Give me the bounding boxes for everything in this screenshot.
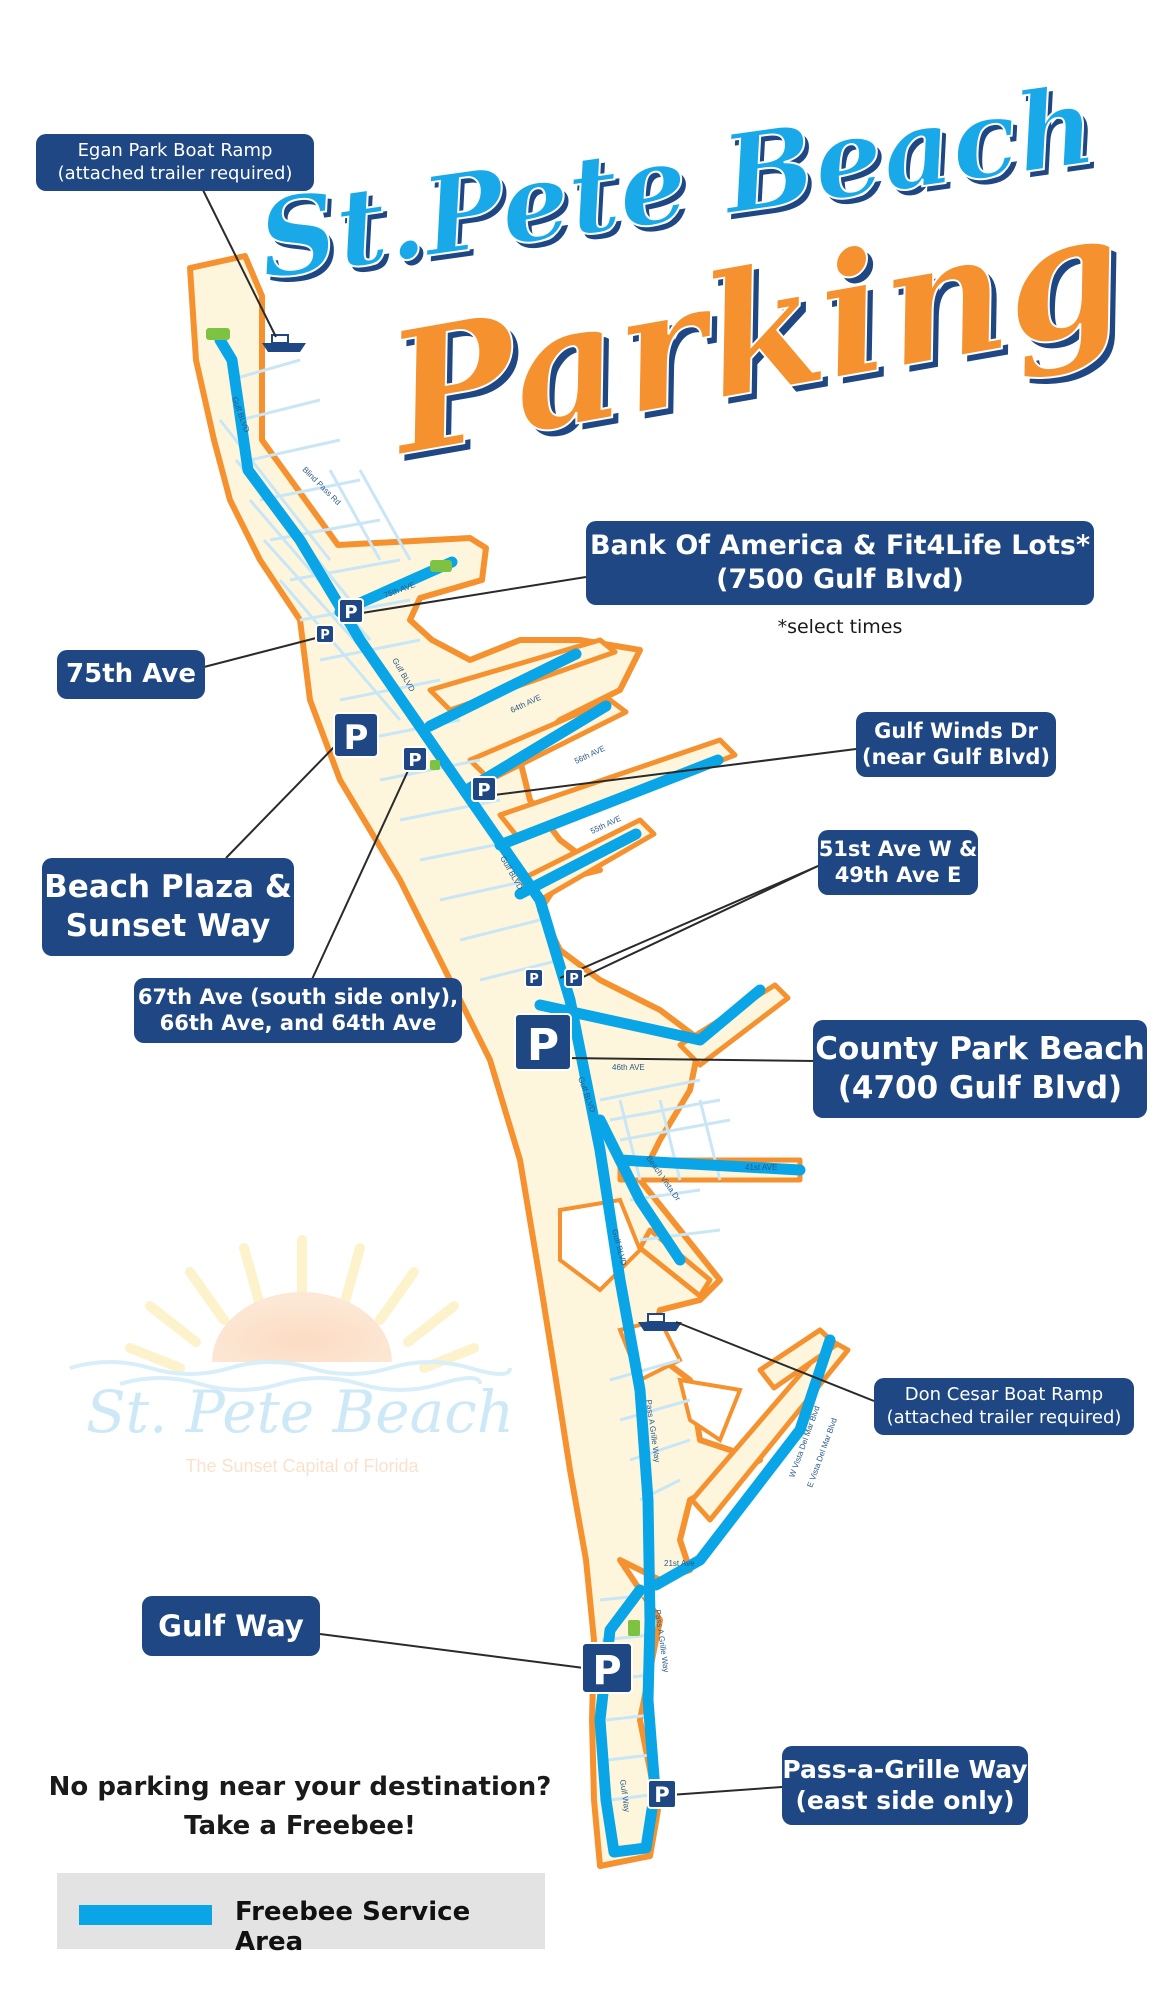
parking-icon-gulf-winds[interactable]: P: [471, 776, 497, 802]
street-label-21st: 21st Ave: [664, 1559, 695, 1568]
egan-boat-ramp-icon: [262, 334, 306, 352]
parking-icon-pass-a-grille[interactable]: P: [647, 1779, 677, 1809]
promo-line2: Take a Freebee!: [184, 1811, 416, 1841]
label-county-park-beach[interactable]: County Park Beach (4700 Gulf Blvd): [813, 1020, 1147, 1118]
svg-text:P: P: [654, 1783, 669, 1807]
label-bank-note: *select times: [777, 616, 903, 638]
label-51st-line2: 49th Ave E: [834, 863, 962, 888]
legend-label: Freebee Service Area: [235, 1897, 471, 1957]
watermark-name: St. Pete Beach: [86, 1378, 514, 1446]
watermark-logo: St. Pete Beach The Sunset Capital of Flo…: [69, 1235, 514, 1476]
parking-icon-beach-plaza[interactable]: P: [333, 712, 379, 758]
parking-icon-51st[interactable]: P: [524, 968, 544, 988]
label-bank-line2: (7500 Gulf Blvd): [716, 563, 964, 595]
label-67th-line1: 67th Ave (south side only),: [137, 985, 459, 1009]
street-grid: [218, 358, 731, 1802]
svg-text:P: P: [320, 628, 330, 643]
label-51st-line1: 51st Ave W &: [818, 837, 978, 861]
street-label-46th: 46th AVE: [612, 1063, 645, 1072]
freebee-route: [214, 334, 836, 1858]
svg-text:P: P: [344, 602, 357, 623]
label-pass-a-grille-way[interactable]: Pass-a-Grille Way (east side only): [782, 1746, 1028, 1825]
legend-swatch-freebee: [79, 1905, 212, 1925]
leader-lines: [195, 175, 875, 1796]
svg-text:P: P: [477, 780, 490, 801]
label-67th-line2: 66th Ave, and 64th Ave: [159, 1011, 437, 1036]
label-don-cesar-boat-ramp[interactable]: Don Cesar Boat Ramp (attached trailer re…: [874, 1378, 1134, 1435]
title: St.Pete Beach St.Pete Beach Parking Park…: [250, 61, 1143, 500]
promo-text: No parking near your destination? Take a…: [40, 1768, 560, 1846]
label-gulf-winds-line2: (near Gulf Blvd): [862, 745, 1050, 770]
label-don-cesar-line2: (attached trailer required): [886, 1406, 1122, 1428]
svg-text:P: P: [408, 750, 421, 771]
label-egan-park-boat-ramp[interactable]: Egan Park Boat Ramp (attached trailer re…: [36, 134, 314, 191]
label-bank-of-america[interactable]: Bank Of America & Fit4Life Lots* (7500 G…: [586, 521, 1094, 605]
svg-text:P: P: [569, 972, 579, 987]
label-pass-a-grille-line2: (east side only): [795, 1786, 1015, 1816]
promo-line1: No parking near your destination?: [48, 1772, 552, 1802]
street-label-gulf-way: Gulf Way: [618, 1779, 631, 1813]
label-bank-line1: Bank Of America & Fit4Life Lots*: [589, 530, 1091, 561]
park-areas: [206, 328, 640, 1636]
parking-icon-49th[interactable]: P: [564, 968, 584, 988]
label-egan-line1: Egan Park Boat Ramp: [77, 140, 273, 161]
street-label-56th: 56th AVE: [573, 744, 606, 766]
label-county-line2: (4700 Gulf Blvd): [837, 1069, 1123, 1106]
parking-icon-gulf-way[interactable]: P: [581, 1642, 633, 1694]
label-county-line1: County Park Beach: [815, 1031, 1145, 1067]
parking-icon-county-park[interactable]: P: [514, 1013, 572, 1071]
parking-icon-67th[interactable]: P: [402, 746, 428, 772]
svg-text:P: P: [592, 1648, 621, 1694]
label-75th-ave[interactable]: 75th Ave: [57, 650, 205, 699]
label-don-cesar-line1: Don Cesar Boat Ramp: [904, 1384, 1104, 1405]
label-beach-plaza-line2: Sunset Way: [65, 907, 271, 944]
label-beach-plaza[interactable]: Beach Plaza & Sunset Way: [42, 858, 294, 956]
label-gulf-winds-dr[interactable]: Gulf Winds Dr (near Gulf Blvd): [856, 712, 1056, 777]
label-gulf-way[interactable]: Gulf Way: [142, 1596, 320, 1657]
svg-text:P: P: [344, 718, 369, 758]
label-67th-66th-64th-ave[interactable]: 67th Ave (south side only), 66th Ave, an…: [134, 978, 462, 1043]
label-pass-a-grille-line1: Pass-a-Grille Way: [782, 1755, 1028, 1784]
legend: Freebee Service Area: [57, 1873, 545, 1957]
don-cesar-boat-ramp-icon: [638, 1313, 682, 1331]
label-egan-line2: (attached trailer required): [57, 162, 293, 184]
parking-icon-bank[interactable]: P: [338, 598, 364, 624]
svg-text:P: P: [529, 972, 539, 987]
parking-icon-75th[interactable]: P: [315, 624, 335, 644]
label-beach-plaza-line1: Beach Plaza &: [44, 869, 292, 905]
label-51st-49th-ave[interactable]: 51st Ave W & 49th Ave E: [818, 830, 978, 895]
street-label-41st: 41st AVE: [745, 1163, 777, 1172]
svg-text:P: P: [527, 1020, 559, 1071]
label-gulf-winds-line1: Gulf Winds Dr: [874, 719, 1038, 743]
watermark-tagline: The Sunset Capital of Florida: [185, 1456, 419, 1476]
